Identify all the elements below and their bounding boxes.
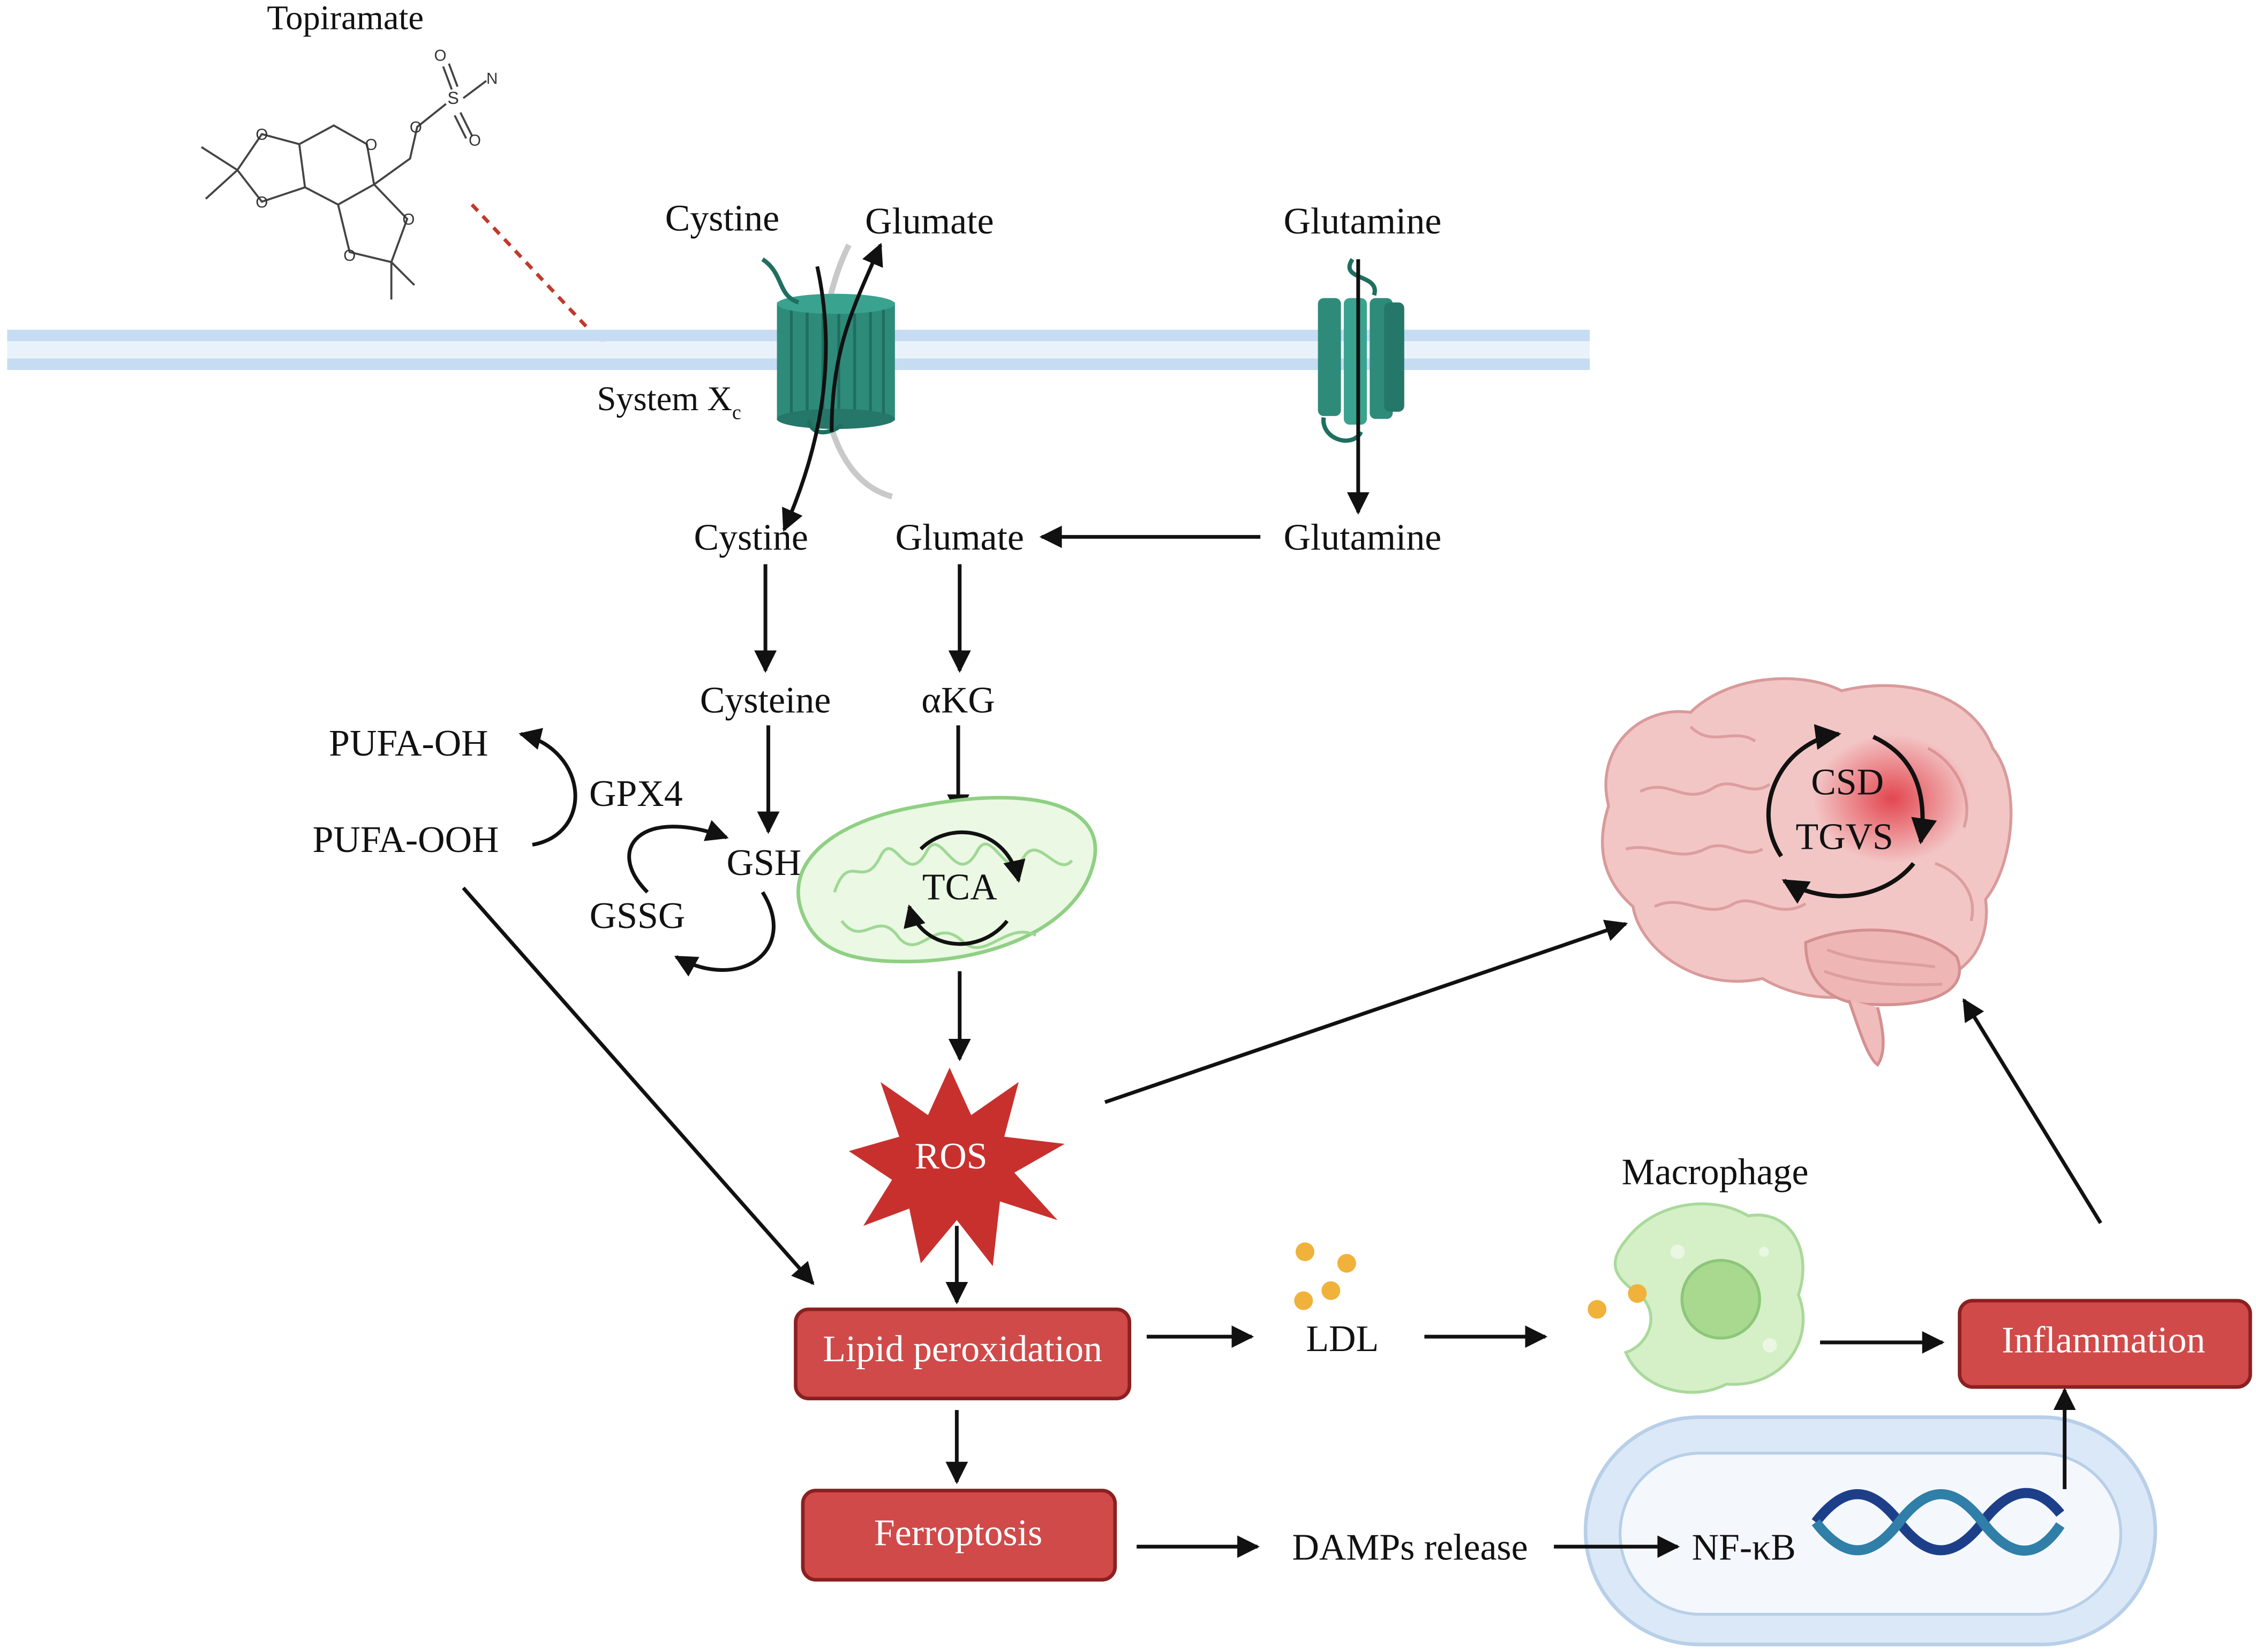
glutamine-inside-label: Glutamine — [1283, 517, 1441, 559]
system-xc-transporter — [761, 243, 895, 500]
cystine-inside-label: Cystine — [694, 517, 808, 559]
atom-s: S — [447, 88, 459, 108]
ros-label: ROS — [915, 1136, 988, 1177]
brain — [1601, 677, 2013, 1067]
cysteine-label: Cysteine — [700, 680, 831, 721]
ros-burst — [848, 1067, 1065, 1266]
arrow-inflammation-to-brain — [1962, 998, 2102, 1224]
arrow-pufa-to-lipid — [462, 886, 815, 1285]
gssg-label: GSSG — [590, 895, 686, 937]
atom-o: O — [343, 247, 356, 265]
atom-o: O — [469, 132, 481, 149]
atom-o: O — [402, 211, 415, 229]
mitochondrion — [796, 796, 1097, 963]
topiramate-label: Topiramate — [267, 0, 424, 36]
ldl-particles — [1294, 1242, 1356, 1310]
akg-label: αKG — [921, 680, 995, 721]
ldl-label: LDL — [1306, 1318, 1379, 1360]
glutamine-outside-label: Glutamine — [1283, 201, 1441, 242]
tca-cycle — [904, 831, 1026, 946]
arrow-gssg-to-gsh — [627, 820, 729, 894]
arrow-glumate-out — [830, 243, 883, 432]
atom-o: O — [255, 126, 268, 144]
pufa-ooh-label: PUFA-OOH — [313, 819, 499, 861]
arrow-gsh-to-gssg — [674, 891, 776, 977]
inflammation-box — [1958, 1299, 2252, 1389]
atom-o: O — [410, 119, 422, 137]
arrow-pufa-cycle — [518, 728, 577, 847]
atom-o: O — [434, 47, 446, 64]
atom-n: N — [486, 70, 498, 87]
ferroptosis-box — [801, 1489, 1117, 1582]
gpx4-label: GPX4 — [589, 773, 683, 814]
glutamine-transporter — [1318, 258, 1404, 443]
tca-label: TCA — [922, 866, 997, 908]
macrophage-label: Macrophage — [1621, 1151, 1808, 1193]
glumate-inside-label: Glumate — [895, 517, 1024, 559]
glumate-outside-label: Glumate — [865, 201, 994, 242]
nucleus — [1583, 1415, 2157, 1647]
inflammation-label: Inflammation — [2002, 1320, 2205, 1361]
dna-helix — [1811, 1488, 2065, 1556]
atom-o: O — [365, 136, 378, 154]
lipid-peroxidation-label: Lipid peroxidation — [823, 1329, 1102, 1370]
arrow-cystine-in — [782, 266, 828, 532]
tgvs-label: TGVS — [1796, 816, 1893, 857]
cystine-outside-label: Cystine — [665, 198, 779, 239]
atom-o: O — [255, 193, 268, 211]
nfkb-label: NF-κB — [1692, 1527, 1796, 1568]
csd-label: CSD — [1811, 761, 1884, 803]
damps-label: DAMPs release — [1292, 1527, 1528, 1568]
topiramate-structure: Topiramate O O O O O O S O O N — [201, 0, 498, 300]
macrophage-cell — [1588, 1202, 1805, 1394]
pufa-oh-label: PUFA-OH — [329, 723, 488, 764]
arrow-ros-to-brain — [1104, 919, 1628, 1104]
lipid-peroxidation-box — [794, 1307, 1132, 1400]
gsh-label: GSH — [727, 842, 802, 884]
ferroptosis-label: Ferroptosis — [874, 1513, 1042, 1554]
system-xc-label: System Xc — [597, 380, 741, 424]
